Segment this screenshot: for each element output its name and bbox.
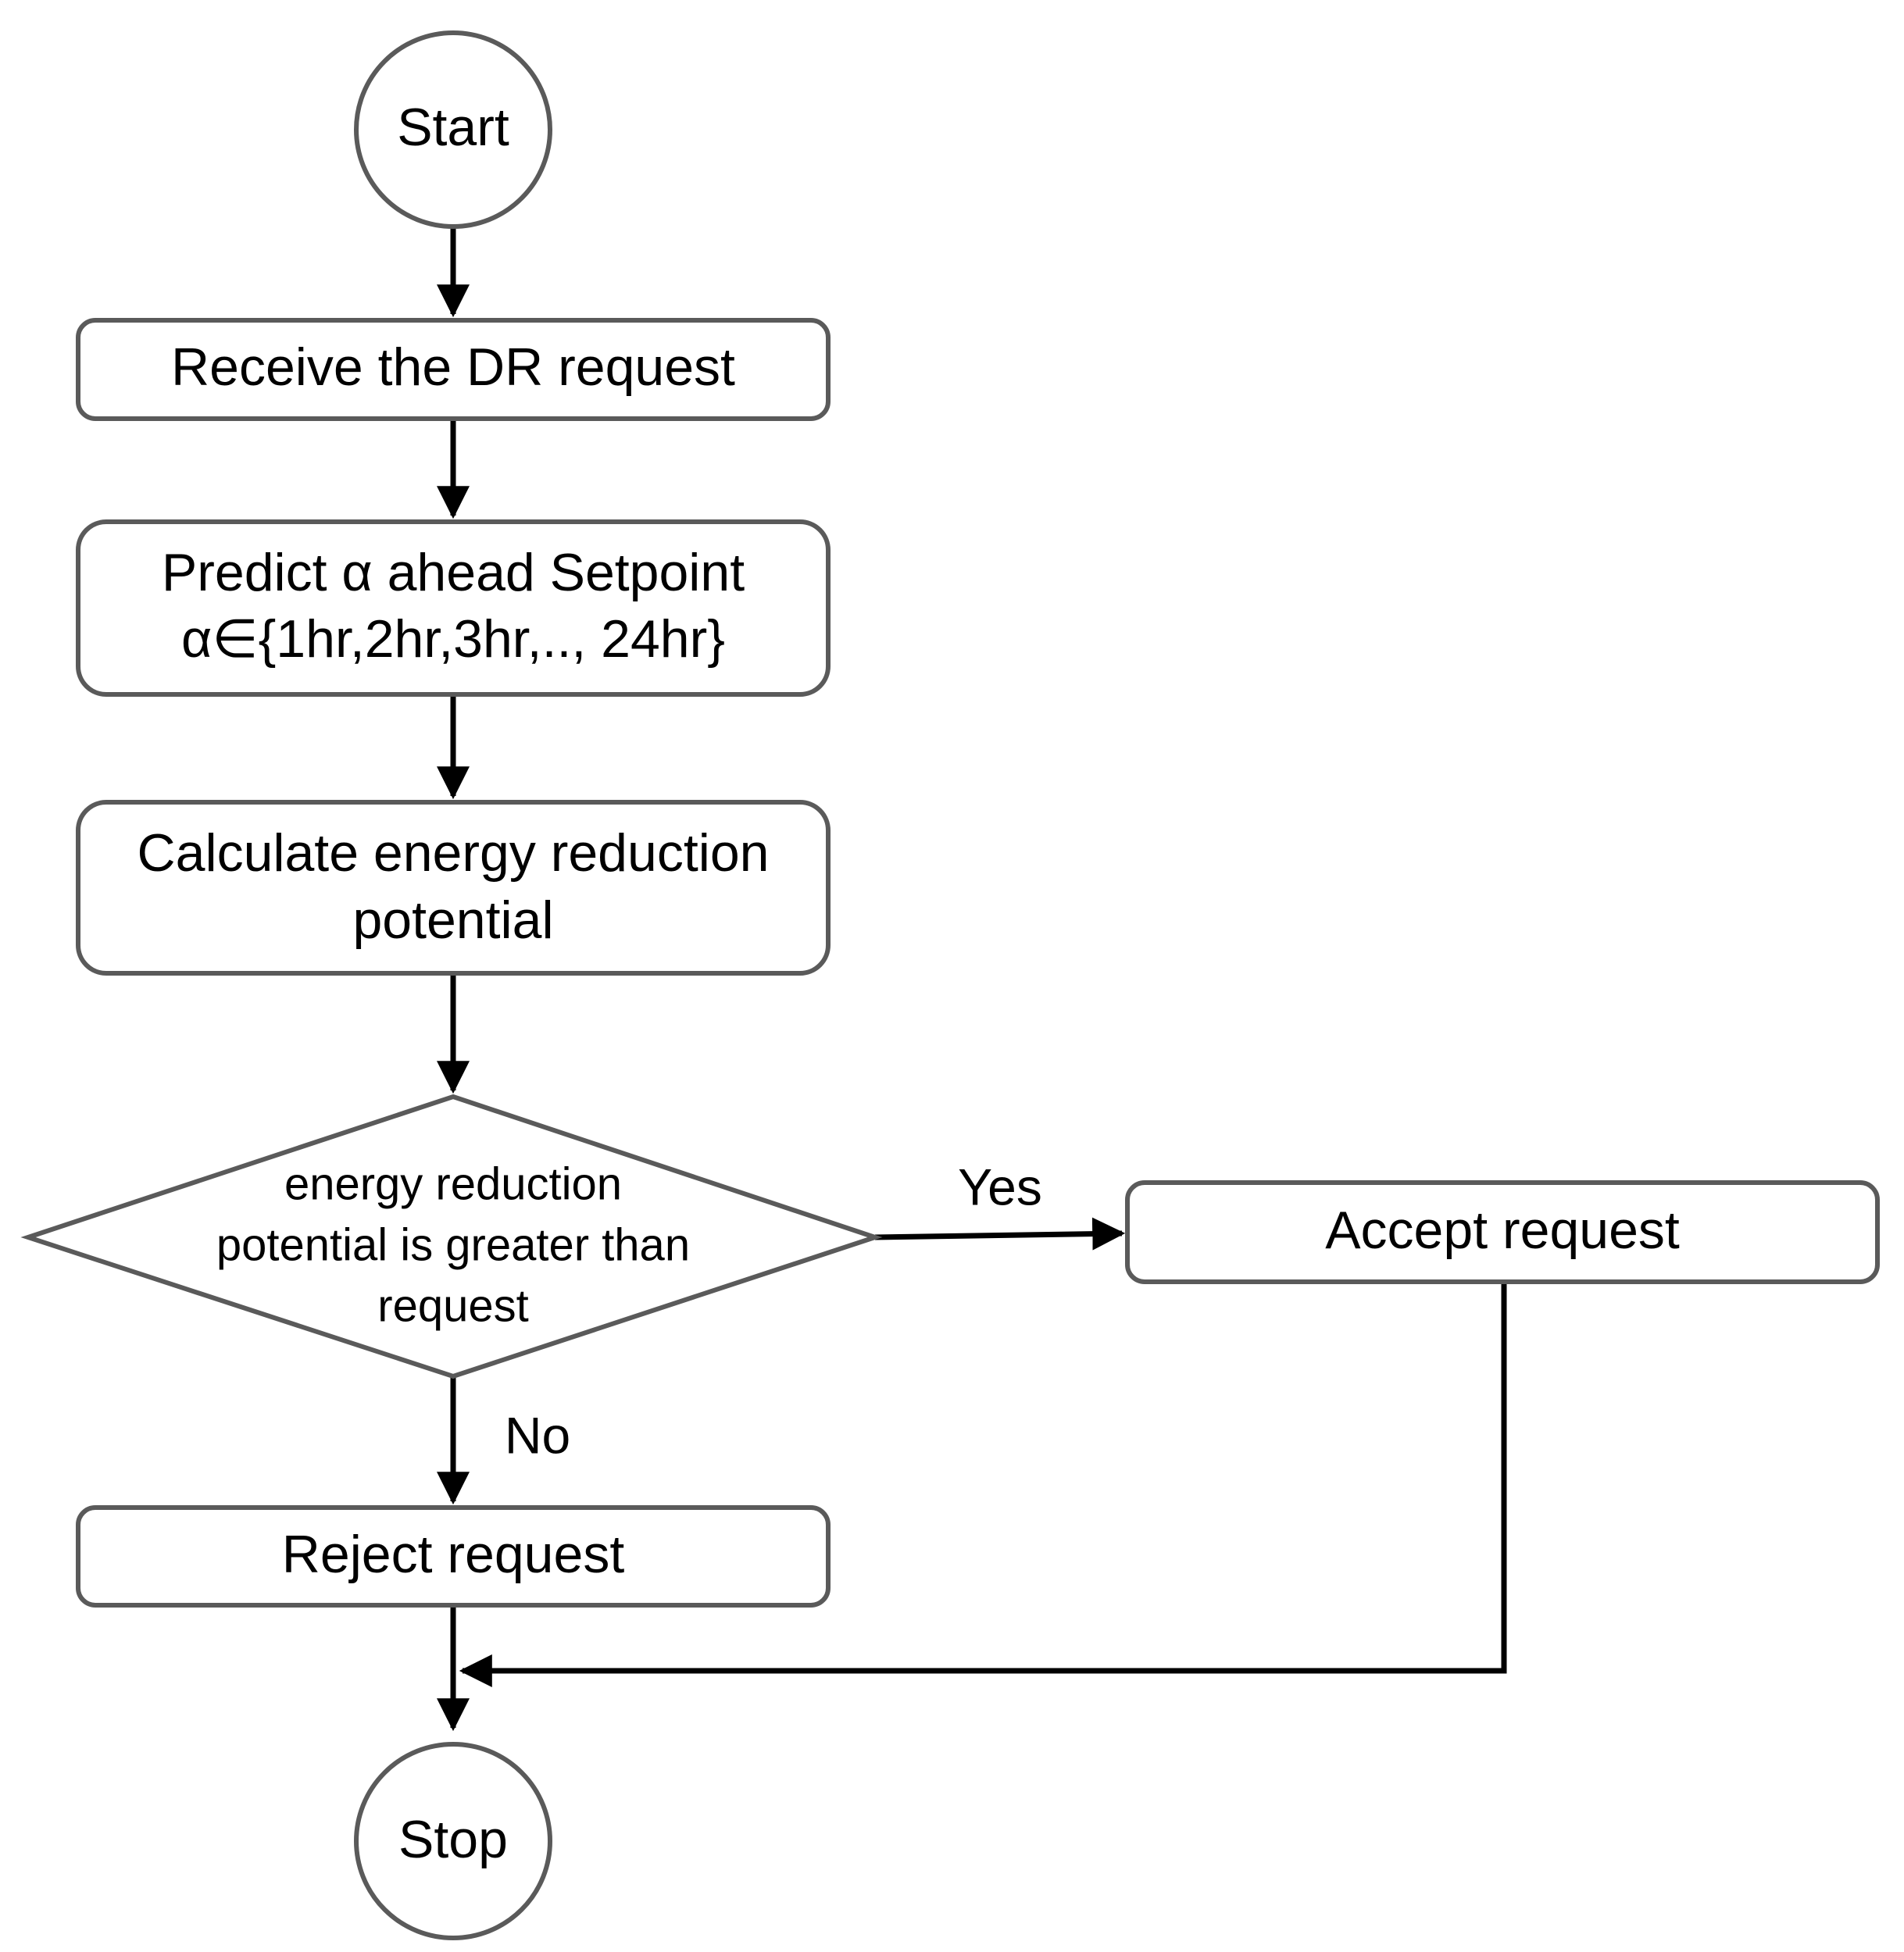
accept-label: Accept request [1325, 1201, 1680, 1260]
calculate-node: Calculate energy reduction potential [76, 800, 831, 976]
reject-label: Reject request [282, 1525, 625, 1584]
receive-node: Receive the DR request [76, 318, 831, 421]
decision-label-line1: energy reduction [284, 1158, 622, 1209]
decision-label-line3: request [377, 1280, 528, 1331]
calculate-label-line1: Calculate energy reduction [138, 823, 770, 883]
predict-label-line2: α∈{1hr,2hr,3hr,.., 24hr} [181, 609, 725, 669]
start-node: Start [354, 30, 552, 229]
edges [437, 227, 1507, 1732]
stop-label: Stop [398, 1810, 508, 1869]
stop-node: Stop [354, 1742, 552, 1940]
accept-node: Accept request [1125, 1180, 1880, 1284]
predict-node: Predict α ahead Setpoint α∈{1hr,2hr,3hr,… [76, 519, 831, 697]
edge-label-yes: Yes [958, 1158, 1042, 1215]
start-label: Start [397, 98, 509, 157]
calculate-label-line2: potential [352, 890, 553, 950]
edge-label-no: No [505, 1406, 570, 1464]
edge-accept-to-stop [459, 1282, 1507, 1687]
reject-node: Reject request [76, 1505, 831, 1608]
edge-decision-to-accept [874, 1217, 1126, 1251]
predict-label-line1: Predict α ahead Setpoint [162, 543, 745, 602]
receive-label: Receive the DR request [171, 337, 735, 397]
decision-label-line2: potential is greater than [216, 1219, 690, 1270]
decision-node: energy reduction potential is greater th… [20, 1094, 883, 1379]
